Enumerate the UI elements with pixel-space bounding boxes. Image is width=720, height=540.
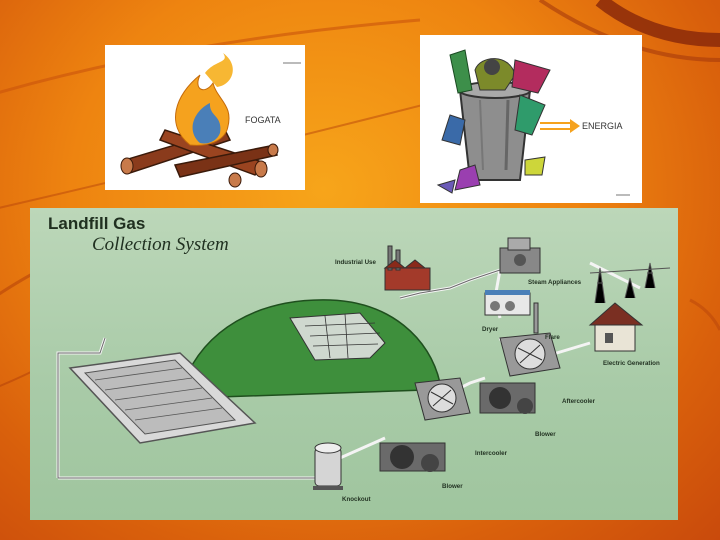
label-blower-lower: Blower xyxy=(442,483,463,490)
label-knockout: Knockout xyxy=(342,496,371,503)
landfill-mound-icon xyxy=(180,300,440,398)
knockout-tank-icon xyxy=(313,443,343,490)
label-intercooler: Intercooler xyxy=(475,450,507,457)
dryer-icon xyxy=(485,290,530,315)
trash-energy-card: ENERGIA xyxy=(420,35,642,203)
trash-can-illustration xyxy=(420,35,642,203)
label-electric-generation: Electric Generation xyxy=(603,360,660,367)
diagram-drawing xyxy=(30,208,678,520)
blower-lower-icon xyxy=(380,443,445,472)
energy-label: ENERGIA xyxy=(582,121,623,131)
landfill-gas-diagram: Landfill Gas Collection System xyxy=(30,208,678,520)
flare-icon xyxy=(534,303,538,333)
fire-label: FOGATA xyxy=(245,115,281,125)
steam-appliance-icon xyxy=(500,238,540,273)
blower-icon xyxy=(480,383,535,414)
label-steam-appliances: Steam Appliances xyxy=(528,279,581,286)
factory-icon xyxy=(385,246,430,290)
label-dryer: Dryer xyxy=(482,326,498,333)
campfire-card: FOGATA xyxy=(105,45,305,190)
power-house-icon xyxy=(590,303,642,351)
label-flare: Flare xyxy=(545,334,560,341)
arrow-icon xyxy=(540,119,580,133)
label-industrial-use: Industrial Use xyxy=(335,259,376,266)
label-blower-upper: Blower xyxy=(535,431,556,438)
flame-icon xyxy=(176,53,233,145)
label-aftercooler: Aftercooler xyxy=(562,398,595,405)
intercooler-fan-icon xyxy=(415,378,470,420)
